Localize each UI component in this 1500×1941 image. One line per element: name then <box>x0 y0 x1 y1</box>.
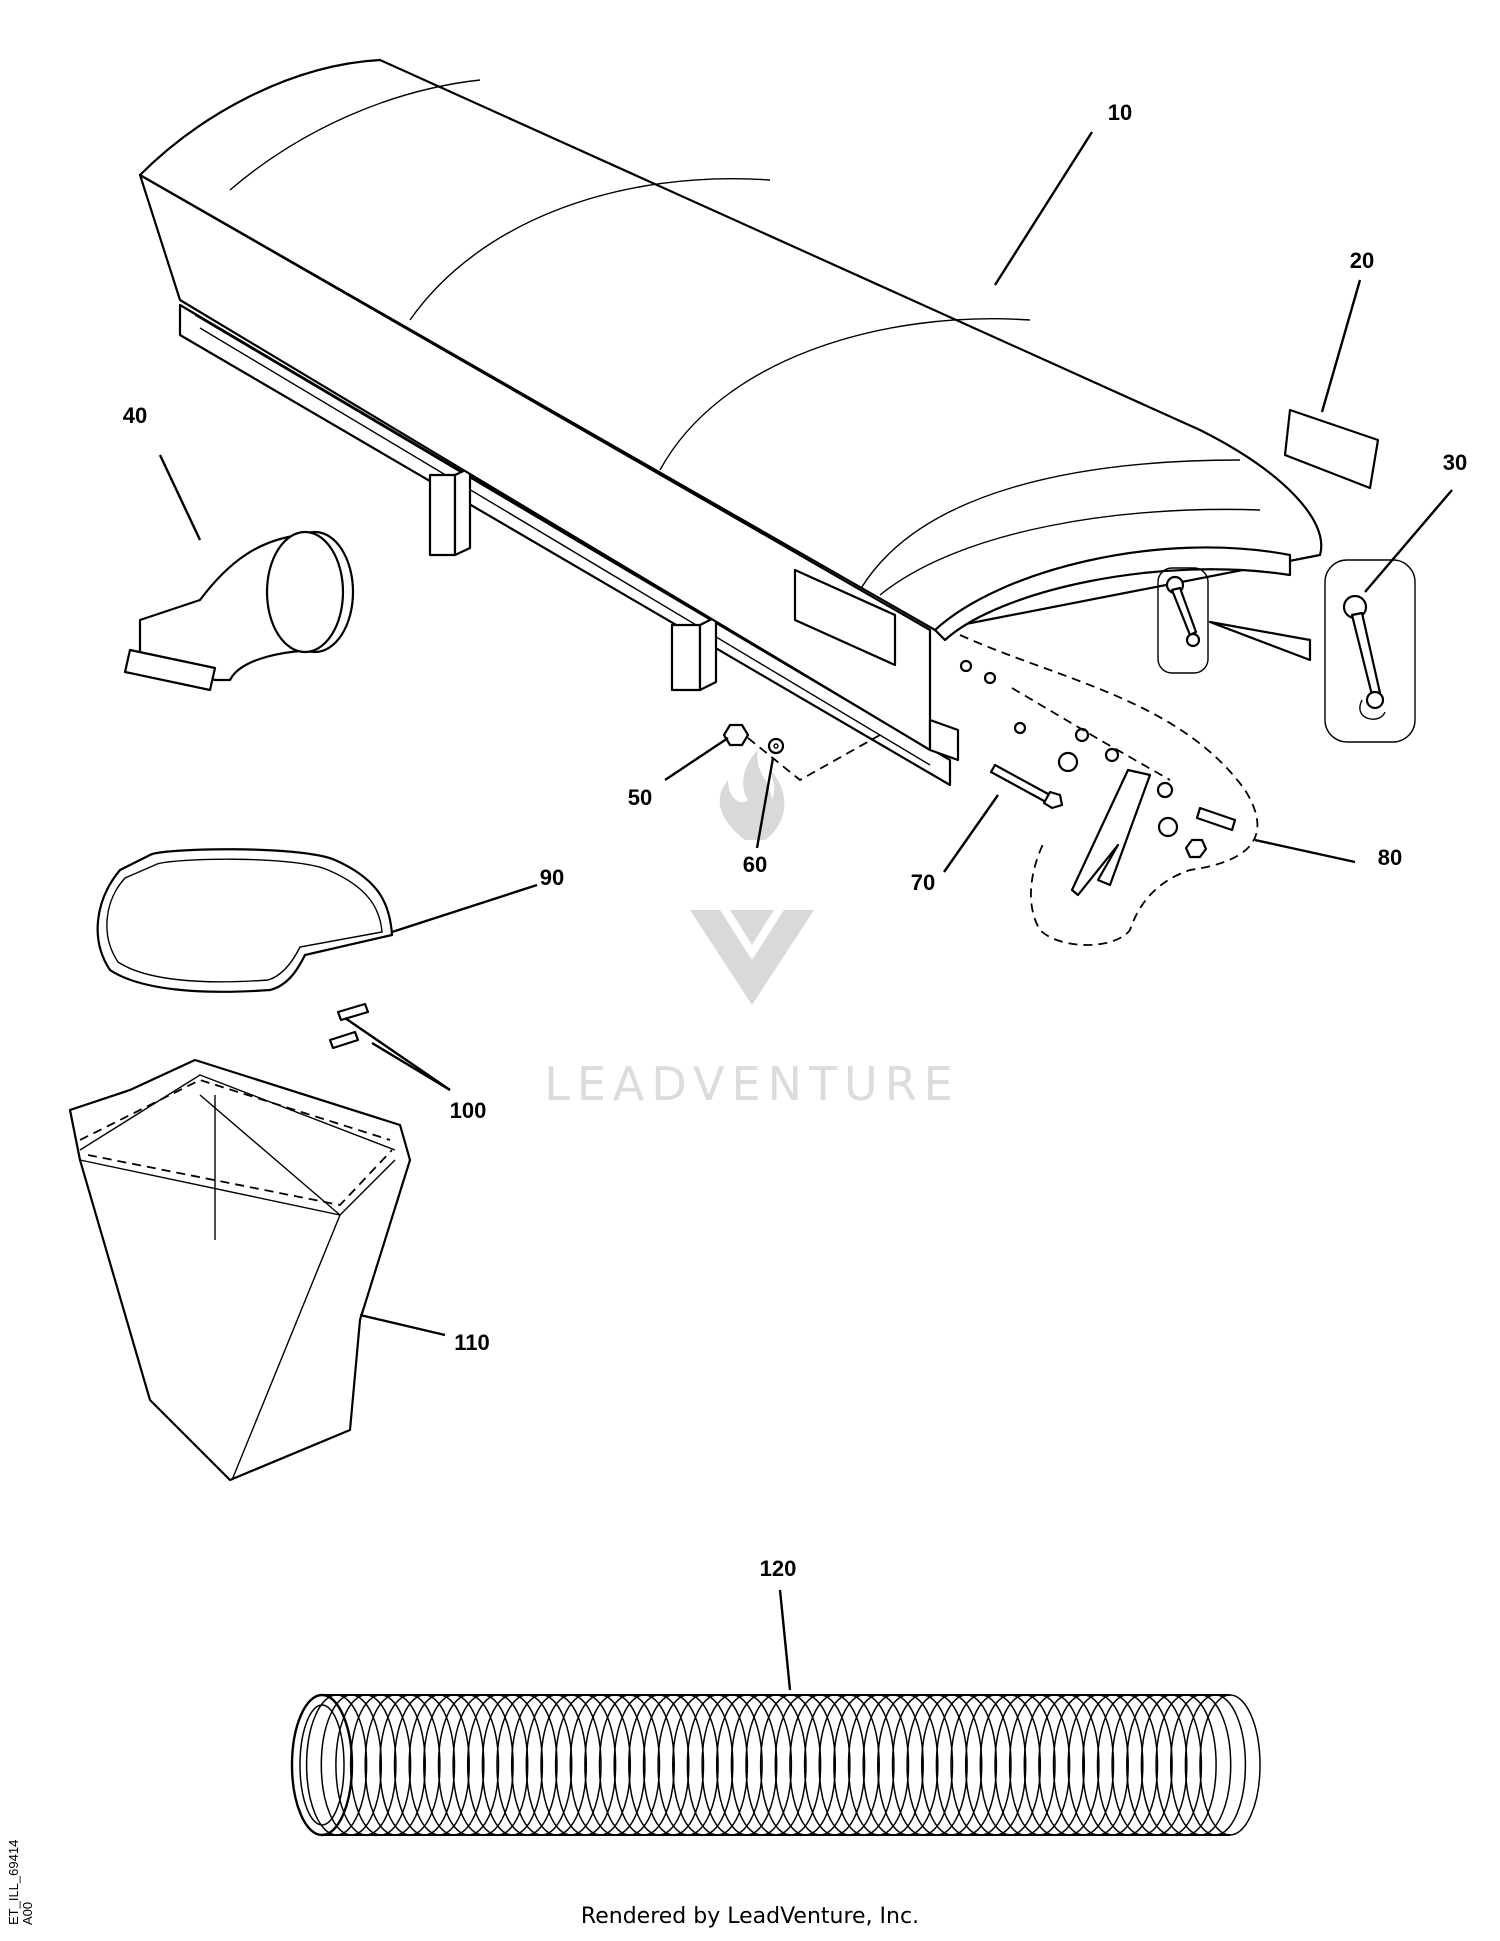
callout-50: 50 <box>628 785 652 810</box>
footer-credit: Rendered by LeadVenture, Inc. <box>580 1904 920 1929</box>
part-30-latch <box>1157 559 1416 743</box>
callout-110: 110 <box>454 1330 490 1355</box>
callout-100: 100 <box>450 1098 487 1123</box>
callout-labels: 10 20 30 40 50 60 70 80 90 100 110 120 <box>123 100 1467 1581</box>
callout-90: 90 <box>540 865 564 890</box>
callout-60: 60 <box>743 852 767 877</box>
part-120-hose <box>290 1693 1261 1837</box>
callout-80: 80 <box>1378 845 1402 870</box>
hardware-group <box>722 634 1259 946</box>
part-10-hopper-cover <box>138 58 1323 787</box>
part-20-decal <box>1283 408 1380 490</box>
hose-opening <box>299 1704 345 1826</box>
callout-40: 40 <box>123 403 147 428</box>
watermark-logo <box>690 750 814 1005</box>
svg-text:A00: A00 <box>20 1902 35 1925</box>
leader-lines <box>158 131 1453 1691</box>
callout-20: 20 <box>1350 248 1374 273</box>
svg-text:ET_ILL_69414: ET_ILL_69414 <box>6 1840 21 1925</box>
callout-70: 70 <box>911 870 935 895</box>
part-90-bag-frame <box>96 848 394 1050</box>
callout-120: 120 <box>760 1556 797 1581</box>
hose-outline <box>322 1694 1230 1836</box>
watermark-text: LEADVENTURE <box>544 1057 960 1111</box>
part-110-grass-bag <box>68 1058 412 1482</box>
callout-10: 10 <box>1108 100 1132 125</box>
part-40-chute-elbow <box>123 530 355 692</box>
reference-code: ET_ILL_69414 A00 <box>6 1840 35 1925</box>
callout-30: 30 <box>1443 450 1467 475</box>
